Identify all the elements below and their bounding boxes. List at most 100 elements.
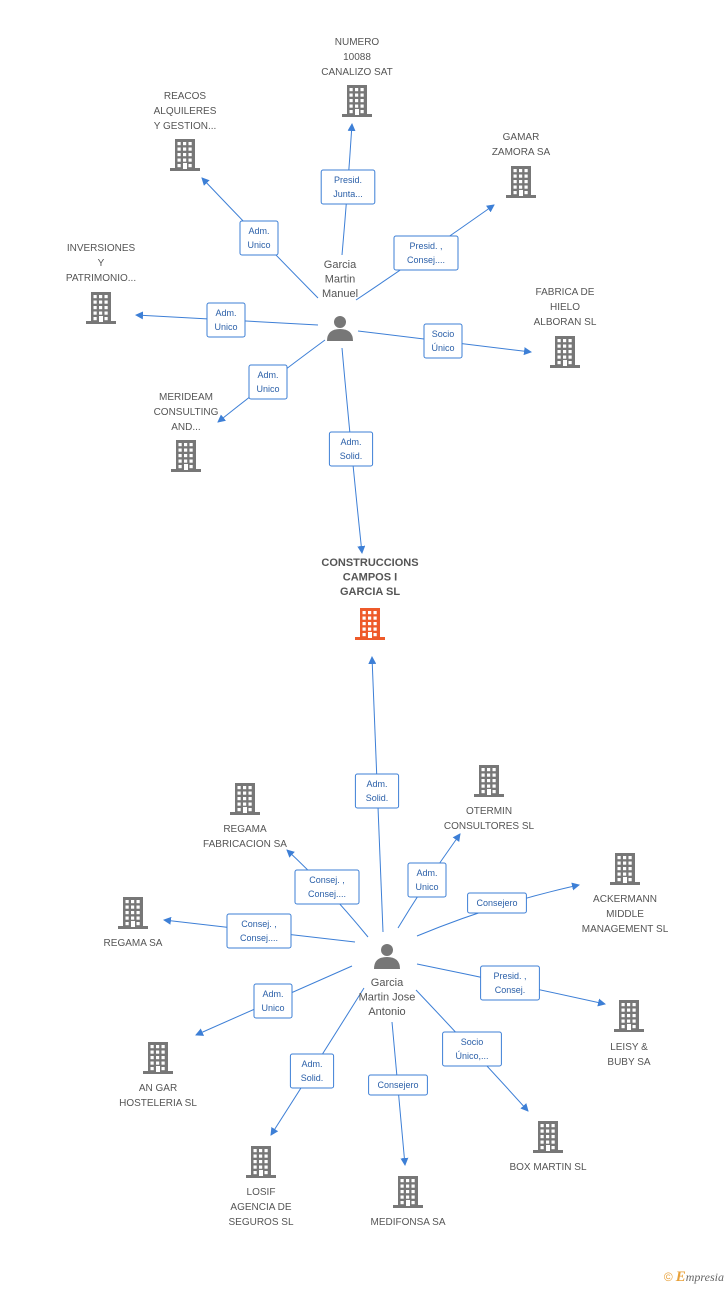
edge-label-text: Unico — [214, 322, 237, 332]
building-icon — [86, 292, 116, 324]
node-n_leisy[interactable]: LEISY &BUBY SA — [607, 1000, 651, 1068]
node-label: MEDIFONSA SA — [370, 1217, 445, 1228]
building-icon — [533, 1121, 563, 1153]
node-label: AN GAR — [139, 1083, 177, 1094]
node-label: Y GESTION... — [154, 121, 217, 132]
building-icon — [246, 1146, 276, 1178]
edge-label-text: Unico — [261, 1003, 284, 1013]
edge-label-text: Consej. , — [309, 875, 345, 885]
person-icon — [327, 316, 353, 341]
edge-label-p1-n_inversiones[interactable]: Adm. Unico — [206, 302, 246, 338]
node-label: HIELO — [550, 302, 580, 313]
edge-label-text: Adm. — [215, 308, 236, 318]
edge-label-p2-n_otermin[interactable]: Adm.Unico — [407, 862, 447, 898]
node-n_angar[interactable]: AN GAR HOSTELERIA SL — [119, 1042, 197, 1109]
building-icon — [506, 166, 536, 198]
edge-label-p2-n_angar[interactable]: Adm. Unico — [253, 983, 293, 1019]
node-label: MANAGEMENT SL — [582, 924, 669, 935]
edge-label-p1-n_reacos[interactable]: Adm.Unico — [239, 220, 279, 256]
node-label: 10088 — [343, 52, 371, 63]
building-icon — [610, 853, 640, 885]
edge-label-p2-n_losif[interactable]: Adm.Solid. — [289, 1053, 335, 1089]
edge-label-text: Único — [431, 343, 454, 353]
edge-label-text: Solid. — [340, 451, 363, 461]
building-icon — [170, 139, 200, 171]
node-label: CONSULTORES SL — [444, 821, 535, 832]
node-label: BOX MARTIN SL — [509, 1162, 586, 1173]
edge-label-p2-n_ackermann[interactable]: Consejero — [467, 892, 527, 914]
node-label: Martin — [325, 274, 356, 286]
edge-label-text: Socio — [432, 329, 455, 339]
node-label: SEGUROS SL — [228, 1217, 293, 1228]
node-label: Martin Jose — [359, 992, 416, 1004]
node-n_regamasa[interactable]: REGAMA SA — [104, 897, 163, 949]
node-label: HOSTELERIA SL — [119, 1098, 197, 1109]
edge-label-text: Adm. — [416, 868, 437, 878]
node-label: GAMAR — [503, 132, 540, 143]
edge-label-text: Unico — [247, 240, 270, 250]
edge-label-p2-center[interactable]: Adm.Solid. — [354, 773, 400, 809]
edge-label-text: Único,... — [455, 1051, 488, 1061]
node-n_merideam[interactable]: MERIDEAMCONSULTINGAND... — [154, 392, 219, 472]
edge-label-p2-n_boxmartin[interactable]: SocioÚnico,... — [442, 1031, 502, 1067]
building-icon — [171, 440, 201, 472]
edge-label-text: Adm. — [301, 1059, 322, 1069]
edge-label-p2-n_medifonsa[interactable]: Consejero — [368, 1074, 428, 1096]
building-icon — [118, 897, 148, 929]
edge-label-text: Consej.... — [240, 933, 278, 943]
node-label: FABRICACION SA — [203, 839, 287, 850]
node-label: LOSIF — [247, 1187, 276, 1198]
edge-label-p2-n_regamafab[interactable]: Consej. , Consej.... — [294, 869, 360, 905]
person-icon — [374, 944, 400, 969]
edge-label-text: Solid. — [366, 793, 389, 803]
edge-label-text: Consej. , — [241, 919, 277, 929]
node-label: NUMERO — [335, 37, 380, 48]
node-label: AND... — [171, 422, 200, 433]
edge-label-p2-n_regamasa[interactable]: Consej. , Consej.... — [226, 913, 292, 949]
node-label: Manuel — [322, 288, 358, 300]
node-label: REGAMA SA — [104, 938, 163, 949]
node-n_medifonsa[interactable]: MEDIFONSA SA — [370, 1176, 446, 1228]
node-label: Y — [98, 258, 105, 269]
edge-label-text: Consejero — [377, 1080, 418, 1090]
node-label: Garcia — [324, 259, 357, 271]
building-icon — [393, 1176, 423, 1208]
building-icon — [342, 85, 372, 117]
edge-label-p1-n_numero[interactable]: Presid.Junta... — [320, 169, 376, 205]
building-icon — [614, 1000, 644, 1032]
node-label: CANALIZO SAT — [321, 67, 393, 78]
edge-label-text: Adm. — [340, 437, 361, 447]
node-label: CONSULTING — [154, 407, 219, 418]
edge-label-p2-n_leisy[interactable]: Presid. ,Consej. — [480, 965, 540, 1001]
node-n_inversiones[interactable]: INVERSIONESYPATRIMONIO... — [66, 243, 136, 324]
node-label: Antonio — [368, 1006, 405, 1018]
node-label: INVERSIONES — [67, 243, 136, 254]
brand-initial: E — [675, 1269, 686, 1285]
node-label: Garcia — [371, 977, 404, 989]
node-n_boxmartin[interactable]: BOX MARTIN SL — [509, 1121, 587, 1173]
copyright-symbol: © — [663, 1270, 673, 1284]
building-icon — [474, 765, 504, 797]
building-icon — [550, 336, 580, 368]
edge-label-p1-n_merideam[interactable]: Adm.Unico — [248, 364, 288, 400]
edge-label-text: Consej.... — [308, 889, 346, 899]
edge-label-p1-n_gamar[interactable]: Presid. ,Consej.... — [393, 235, 459, 271]
node-label: CONSTRUCCIONS — [321, 557, 418, 569]
node-label: REACOS — [164, 91, 207, 102]
edge-label-text: Adm. — [262, 989, 283, 999]
edge-label-p1-center[interactable]: Adm. Solid. — [328, 431, 374, 467]
